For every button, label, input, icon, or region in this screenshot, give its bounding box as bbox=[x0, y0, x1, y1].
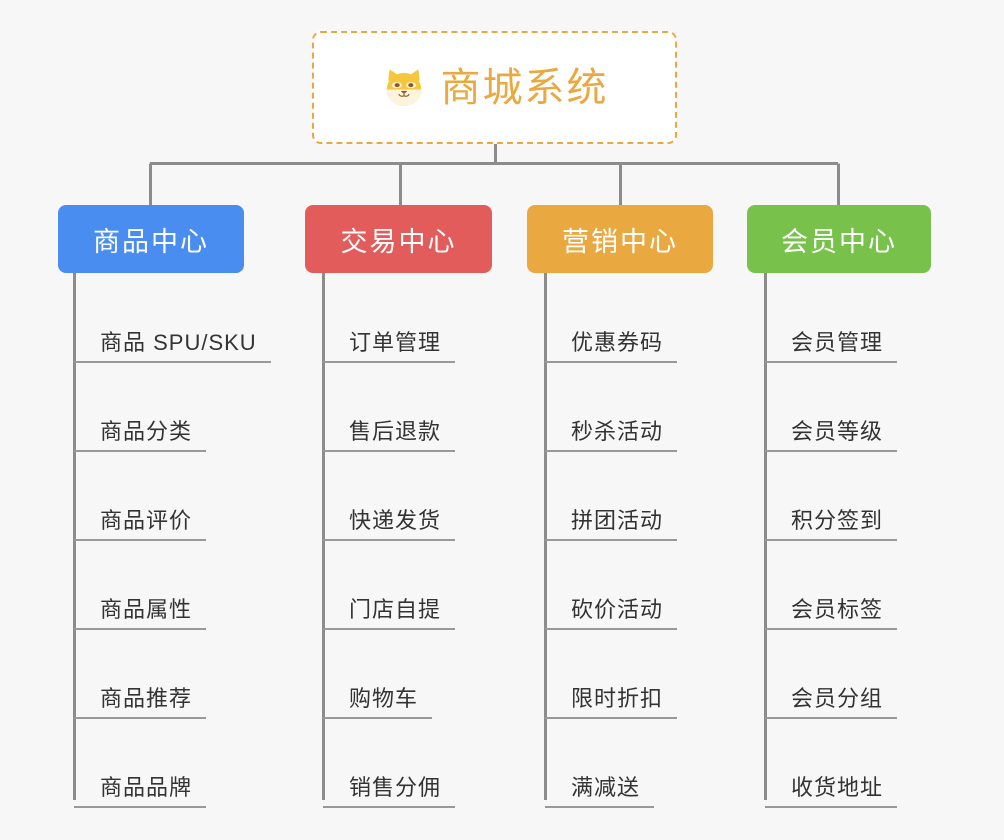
leaf-label: 商品品牌 bbox=[74, 774, 207, 808]
shiba-dog-icon bbox=[386, 68, 421, 106]
leaf-label: 商品 SPU/SKU bbox=[74, 329, 271, 363]
leaf-label: 商品评价 bbox=[74, 507, 207, 541]
leaf-label: 商品推荐 bbox=[74, 685, 207, 719]
leaf-label: 会员分组 bbox=[765, 685, 898, 719]
leaf-label: 满减送 bbox=[545, 774, 655, 808]
category-header-0[interactable]: 商品中心 bbox=[58, 205, 244, 273]
leaf-label: 门店自提 bbox=[323, 596, 456, 630]
leaf-label: 购物车 bbox=[323, 685, 433, 719]
leaf-item[interactable]: 秒杀活动 bbox=[545, 408, 678, 452]
root-node[interactable]: 商城系统 bbox=[312, 31, 677, 144]
leaf-item[interactable]: 售后退款 bbox=[323, 408, 456, 452]
leaf-item[interactable]: 限时折扣 bbox=[545, 675, 678, 719]
leaf-item[interactable]: 拼团活动 bbox=[545, 497, 678, 541]
category-column-会员中心: 会员中心 会员管理 会员等级 积分签到 会员标签 会员分组 收货地址 bbox=[747, 205, 931, 808]
leaf-item[interactable]: 销售分佣 bbox=[323, 764, 456, 808]
leaf-item[interactable]: 会员管理 bbox=[765, 319, 898, 363]
category-column-交易中心: 交易中心 订单管理 售后退款 快递发货 门店自提 购物车 销售分佣 bbox=[305, 205, 492, 808]
leaf-item[interactable]: 商品分类 bbox=[74, 408, 207, 452]
leaf-label: 拼团活动 bbox=[545, 507, 678, 541]
leaf-item[interactable]: 门店自提 bbox=[323, 586, 456, 630]
leaf-item[interactable]: 快递发货 bbox=[323, 497, 456, 541]
leaf-item[interactable]: 商品评价 bbox=[74, 497, 207, 541]
leaf-label: 会员标签 bbox=[765, 596, 898, 630]
category-header-3[interactable]: 会员中心 bbox=[747, 205, 931, 273]
leaf-item[interactable]: 购物车 bbox=[323, 675, 433, 719]
leaf-item[interactable]: 商品属性 bbox=[74, 586, 207, 630]
category-column-营销中心: 营销中心 优惠券码 秒杀活动 拼团活动 砍价活动 限时折扣 满减送 bbox=[527, 205, 713, 808]
leaf-label: 会员等级 bbox=[765, 418, 898, 452]
leaf-item[interactable]: 商品 SPU/SKU bbox=[74, 319, 271, 363]
leaf-label: 限时折扣 bbox=[545, 685, 678, 719]
category-header-2[interactable]: 营销中心 bbox=[527, 205, 713, 273]
leaf-label: 收货地址 bbox=[765, 774, 898, 808]
category-header-1[interactable]: 交易中心 bbox=[305, 205, 492, 273]
leaf-item[interactable]: 会员标签 bbox=[765, 586, 898, 630]
leaf-label: 售后退款 bbox=[323, 418, 456, 452]
leaf-label: 快递发货 bbox=[323, 507, 456, 541]
leaf-item[interactable]: 订单管理 bbox=[323, 319, 456, 363]
leaf-label: 秒杀活动 bbox=[545, 418, 678, 452]
leaf-label: 砍价活动 bbox=[545, 596, 678, 630]
leaf-label: 订单管理 bbox=[323, 329, 456, 363]
leaf-item[interactable]: 积分签到 bbox=[765, 497, 898, 541]
leaf-item[interactable]: 会员分组 bbox=[765, 675, 898, 719]
leaf-label: 商品属性 bbox=[74, 596, 207, 630]
leaf-label: 会员管理 bbox=[765, 329, 898, 363]
leaf-item[interactable]: 会员等级 bbox=[765, 408, 898, 452]
leaf-item[interactable]: 砍价活动 bbox=[545, 586, 678, 630]
leaf-label: 积分签到 bbox=[765, 507, 898, 541]
category-column-商品中心: 商品中心 商品 SPU/SKU 商品分类 商品评价 商品属性 商品推荐 商品品牌 bbox=[58, 205, 271, 808]
leaf-item[interactable]: 满减送 bbox=[545, 764, 655, 808]
root-title: 商城系统 bbox=[440, 65, 609, 110]
leaf-item[interactable]: 商品推荐 bbox=[74, 675, 207, 719]
leaf-item[interactable]: 商品品牌 bbox=[74, 764, 207, 808]
leaf-label: 销售分佣 bbox=[323, 774, 456, 808]
leaf-label: 优惠券码 bbox=[545, 329, 678, 363]
leaf-item[interactable]: 优惠券码 bbox=[545, 319, 678, 363]
leaf-item[interactable]: 收货地址 bbox=[765, 764, 898, 808]
leaf-label: 商品分类 bbox=[74, 418, 207, 452]
